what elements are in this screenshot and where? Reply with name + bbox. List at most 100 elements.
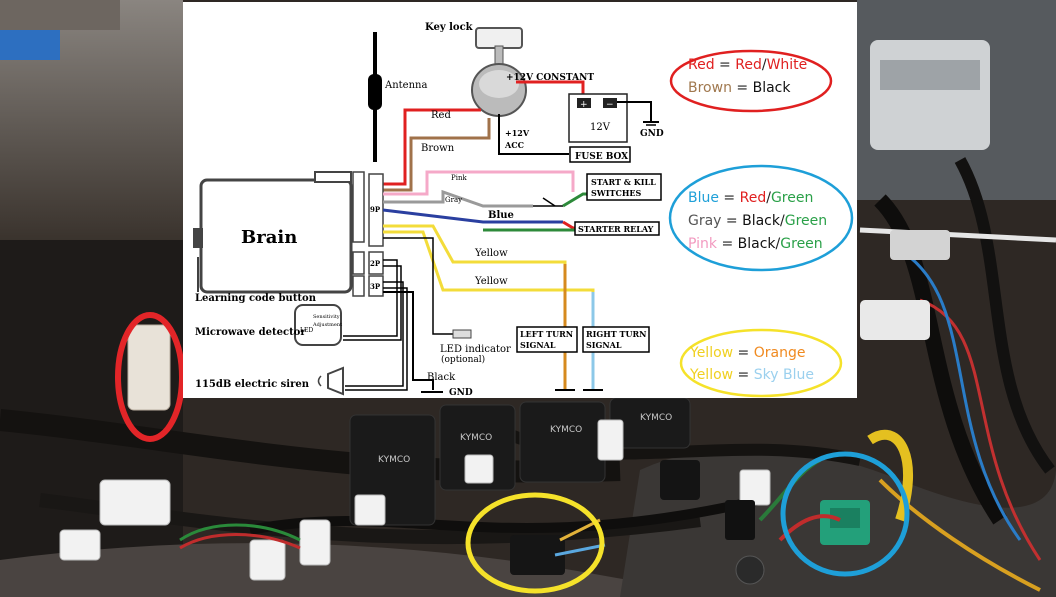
detector-led-label: LED xyxy=(300,327,313,334)
legend-equals: = xyxy=(717,236,738,252)
port-3p xyxy=(368,275,384,297)
legend-row: Pink = Black/Green xyxy=(688,233,863,256)
relay-label-3: KYMCO xyxy=(550,425,582,435)
legend-mapped-color: Black xyxy=(737,236,776,252)
battery-minus-label: − xyxy=(606,100,614,110)
legend-row: Brown = Black xyxy=(688,77,848,100)
legend-mapped-color: Green xyxy=(780,236,823,252)
legend-mapped-color: Red xyxy=(735,57,762,73)
legend-yellow-ellipse xyxy=(679,328,843,398)
microwave-detector-icon xyxy=(294,304,342,346)
plus12-acc-label-1: +12V xyxy=(505,128,530,138)
legend-equals: = xyxy=(733,345,754,361)
legend-equals: = xyxy=(731,80,753,96)
wire-gray-label: Gray xyxy=(445,196,462,204)
key-lock-label: Key lock xyxy=(425,22,474,33)
alarm-wiring-diagram: Antenna Key lock +12V CONSTANT + − 12V G… xyxy=(183,2,857,398)
legend-wire-name: Gray xyxy=(688,213,722,229)
legend-mapped-color: Red xyxy=(739,190,767,206)
relay-label-2: KYMCO xyxy=(460,433,492,443)
legend-red-ellipse xyxy=(669,49,833,113)
electric-siren-label: 115dB electric siren xyxy=(195,379,310,390)
fuse-box xyxy=(569,146,631,163)
battery-label: 12V xyxy=(590,122,611,133)
legend-equals: = xyxy=(721,213,743,229)
yellow-circle-marker xyxy=(465,492,605,594)
wire-red-label: Red xyxy=(431,110,451,121)
wire-pink-label: Pink xyxy=(451,174,467,182)
legend-blue-ellipse xyxy=(668,164,854,272)
port-2p xyxy=(368,251,384,275)
legend-mapped-color: / xyxy=(775,236,781,252)
legend-row: Yellow = Orange xyxy=(690,342,850,364)
legend-mapped-color: / xyxy=(766,190,771,206)
legend-equals: = xyxy=(733,367,754,383)
legend-wire-name: Yellow xyxy=(690,345,734,361)
relay-label-1: KYMCO xyxy=(378,455,410,465)
brain-label: Brain xyxy=(241,227,297,248)
right-turn-label-1: RIGHT TURN xyxy=(586,329,646,339)
legend-wire-name: Blue xyxy=(688,190,719,206)
legend-equals: = xyxy=(718,190,740,206)
led-indicator-icon xyxy=(452,329,472,339)
left-turn-label-2: SIGNAL xyxy=(520,340,556,350)
legend-mapped-color: / xyxy=(761,57,767,73)
plus12-constant-label: +12V CONSTANT xyxy=(506,73,594,83)
start-kill-label-1: START & KILL xyxy=(591,177,656,187)
battery-plus-label: + xyxy=(580,100,588,110)
legend-wire-name: Pink xyxy=(688,236,718,252)
port-2p-label: 2P xyxy=(370,259,381,268)
led-indicator-label-2: (optional) xyxy=(441,354,485,365)
legend-row: Yellow = Sky Blue xyxy=(690,364,850,386)
learning-code-button-label: Learning code button xyxy=(195,293,317,304)
legend-mapped-color: Sky Blue xyxy=(753,367,814,383)
left-turn-label-1: LEFT TURN xyxy=(520,329,573,339)
legend-equals: = xyxy=(714,57,736,73)
microwave-detector-label: Microwave detector xyxy=(195,327,306,338)
right-turn-signal-box xyxy=(582,326,650,353)
wire-yellow-label-1: Yellow xyxy=(474,248,508,259)
legend-mapped-color: Green xyxy=(784,213,828,229)
gnd-bottom-label: GND xyxy=(449,388,473,398)
blue-circle-marker xyxy=(780,451,910,577)
plus12-acc-label-2: ACC xyxy=(504,140,524,150)
legend-mapped-color: White xyxy=(766,57,808,73)
wire-blue-label: Blue xyxy=(488,210,514,221)
wire-brown-label: Brown xyxy=(421,143,455,154)
legend-mapped-color: Black xyxy=(752,80,791,96)
legend-mapped-color: Black xyxy=(742,213,780,229)
key-icon xyxy=(475,27,523,49)
wire-yellow-label-2: Yellow xyxy=(474,276,508,287)
siren-icon xyxy=(327,366,344,396)
led-indicator-label-1: LED indicator xyxy=(440,344,511,355)
relay-label-4: KYMCO xyxy=(640,413,672,423)
legend-mapped-color: Green xyxy=(770,190,814,206)
legend-wire-name: Brown xyxy=(688,80,732,96)
starter-relay-label: STARTER RELAY xyxy=(578,224,654,234)
learning-code-button-icon xyxy=(193,228,203,248)
red-circle-marker xyxy=(115,312,185,442)
starter-relay-box xyxy=(574,221,660,236)
wire-black-label: Black xyxy=(427,372,456,383)
fuse-box-label: FUSE BOX xyxy=(575,152,628,162)
left-turn-signal-box xyxy=(516,326,578,353)
antenna-label: Antenna xyxy=(384,80,427,91)
legend-row: Red = Red/White xyxy=(688,54,848,77)
legend-row: Blue = Red/Green xyxy=(688,187,863,210)
port-9p-label: 9P xyxy=(370,205,381,214)
detector-label-a: Sensitivity xyxy=(313,314,340,320)
legend-wire-name: Red xyxy=(688,57,715,73)
right-turn-label-2: SIGNAL xyxy=(586,340,622,350)
gnd-top-label: GND xyxy=(640,129,664,139)
legend-row: Gray = Black/Green xyxy=(688,210,863,233)
legend-mapped-color: Orange xyxy=(753,345,806,361)
start-kill-label-2: SWITCHES xyxy=(591,188,641,198)
start-kill-switches-box xyxy=(586,173,662,201)
port-3p-label: 3P xyxy=(370,282,381,291)
legend-wire-name: Yellow xyxy=(690,367,734,383)
